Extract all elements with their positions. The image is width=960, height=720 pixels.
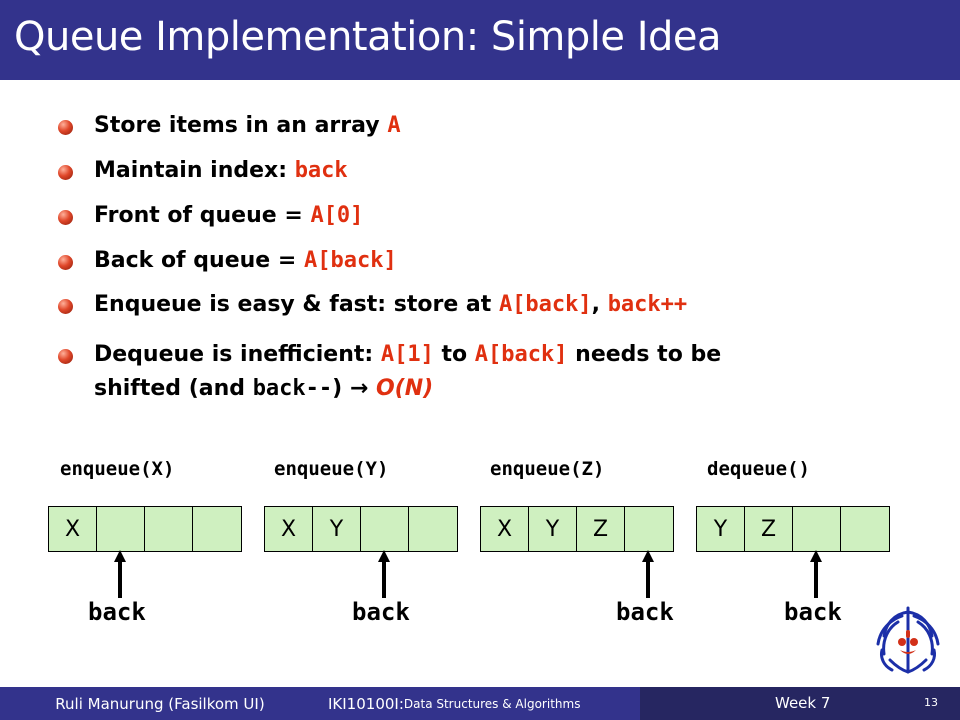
title-bar: Queue Implementation: Simple Idea	[0, 0, 960, 80]
array-cell: Y	[313, 507, 361, 551]
back-label: back	[616, 598, 674, 626]
slide-title: Queue Implementation: Simple Idea	[14, 14, 722, 60]
footer-author: Ruli Manurung (Fasilkom UI)	[0, 687, 320, 720]
array-cell: X	[265, 507, 313, 551]
array-cell: Z	[745, 507, 793, 551]
op-label-enqueue-z: enqueue(Z)	[490, 458, 605, 480]
op-label-enqueue-y: enqueue(Y)	[274, 458, 389, 480]
bullet-5: Enqueue is easy & fast: store at A[back]…	[94, 292, 688, 317]
array-cell	[145, 507, 193, 551]
back-pointer-arrow-icon	[810, 550, 822, 598]
back-pointer-arrow-icon	[378, 550, 390, 598]
footer-week-label: Week 7	[775, 694, 831, 712]
bullet-6-line-2: shifted (and back--) → O(N)	[94, 376, 434, 401]
bullet-6-line-1: Dequeue is inefficient: A[1] to A[back] …	[94, 342, 722, 367]
bullet-3: Front of queue = A[0]	[94, 203, 364, 228]
array-cell: Y	[697, 507, 745, 551]
array-state-2: X Y	[264, 506, 458, 552]
array-cell: Y	[529, 507, 577, 551]
array-state-3: X Y Z	[480, 506, 674, 552]
back-label: back	[88, 598, 146, 626]
bullet-icon	[58, 165, 73, 180]
op-label-dequeue: dequeue()	[707, 458, 810, 480]
array-cell	[97, 507, 145, 551]
array-cell	[193, 507, 241, 551]
footer-course: IKI10100I: Data Structures & Algorithms	[320, 687, 640, 720]
array-cell: X	[49, 507, 97, 551]
array-state-4: Y Z	[696, 506, 890, 552]
footer-week: Week 7 13	[640, 687, 960, 720]
back-pointer-arrow-icon	[114, 550, 126, 598]
bullet-2: Maintain index: back	[94, 158, 348, 183]
op-label-enqueue-x: enqueue(X)	[60, 458, 175, 480]
bullet-icon	[58, 120, 73, 135]
bullet-icon	[58, 349, 73, 364]
back-pointer-arrow-icon	[642, 550, 654, 598]
array-cell	[361, 507, 409, 551]
bullet-icon	[58, 210, 73, 225]
array-cell: Z	[577, 507, 625, 551]
array-cell	[625, 507, 673, 551]
bullet-icon	[58, 255, 73, 270]
page-number: 13	[924, 696, 938, 709]
footer: Ruli Manurung (Fasilkom UI) IKI10100I: D…	[0, 687, 960, 720]
array-cell	[409, 507, 457, 551]
array-cell	[841, 507, 889, 551]
array-cell: X	[481, 507, 529, 551]
array-cell	[793, 507, 841, 551]
array-state-1: X	[48, 506, 242, 552]
bullet-1: Store items in an array A	[94, 113, 401, 138]
bullet-icon	[58, 299, 73, 314]
university-logo-icon	[876, 606, 940, 674]
back-label: back	[784, 598, 842, 626]
back-label: back	[352, 598, 410, 626]
bullet-4: Back of queue = A[back]	[94, 248, 397, 273]
